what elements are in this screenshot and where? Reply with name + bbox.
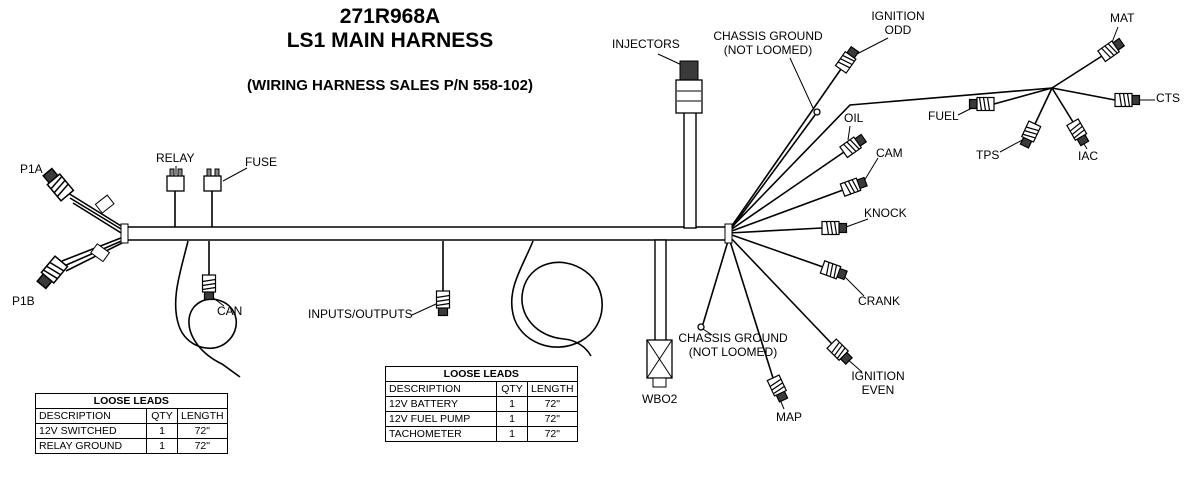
label-crank: CRANK <box>858 294 901 308</box>
label-fuse: FUSE <box>245 155 278 169</box>
cts-connector <box>1114 92 1141 108</box>
table-row: 12V SWITCHED 1 72" <box>35 423 228 440</box>
fuel-connector <box>968 96 995 112</box>
chassis-ground-terminal-top <box>813 108 821 116</box>
can-connector <box>201 274 217 301</box>
cell: 1 <box>496 411 528 428</box>
table-row: TACHOMETER 1 72" <box>385 426 578 443</box>
label-ignition-odd: IGNITION ODD <box>871 9 925 37</box>
injectors-connector <box>675 60 703 114</box>
cell: RELAY GROUND <box>35 438 147 455</box>
oil-connector <box>839 132 869 159</box>
cell: 1 <box>496 396 528 413</box>
cell: 72" <box>177 423 228 440</box>
label-wbo2: WBO2 <box>642 392 678 406</box>
trunk-right-junction <box>724 223 733 244</box>
cell: TACHOMETER <box>385 426 497 443</box>
table-row: RELAY GROUND 1 72" <box>35 438 228 455</box>
cell: 12V BATTERY <box>385 396 497 413</box>
p1a-inline-terminal <box>94 194 115 214</box>
wbo2-branch <box>654 239 667 342</box>
table-row: 12V BATTERY 1 72" <box>385 396 578 413</box>
label-tps: TPS <box>976 148 1000 162</box>
label-map: MAP <box>776 410 803 424</box>
relay-connector <box>166 168 185 192</box>
label-injectors: INJECTORS <box>612 37 680 51</box>
table-row: 12V FUEL PUMP 1 72" <box>385 411 578 428</box>
cell: 72" <box>177 438 228 455</box>
cell: 1 <box>146 423 178 440</box>
fuse-holder <box>203 168 222 192</box>
label-fuel: FUEL <box>928 109 959 123</box>
wbo2-connector <box>646 339 673 388</box>
table-header-row: DESCRIPTION QTY LENGTH <box>35 408 228 425</box>
loose-lead-spiral-center <box>510 240 603 357</box>
knock-connector <box>821 220 848 236</box>
label-knock: KNOCK <box>864 206 907 220</box>
label-inputs-outputs: INPUTS/OUTPUTS <box>308 307 413 321</box>
col-header-description: DESCRIPTION <box>35 408 147 425</box>
col-header-length: LENGTH <box>527 381 578 398</box>
col-header-description: DESCRIPTION <box>385 381 497 398</box>
p1a-connector <box>40 166 75 202</box>
label-mat: MAT <box>1110 11 1135 25</box>
label-chassis-ground-top: CHASSIS GROUND (NOT LOOMED) <box>713 29 823 57</box>
label-oil: OIL <box>844 111 864 125</box>
trunk-left-end <box>120 223 129 244</box>
injector-branch <box>683 111 697 229</box>
label-relay: RELAY <box>156 151 195 165</box>
cell: 72" <box>527 411 578 428</box>
cell: 12V SWITCHED <box>35 423 147 440</box>
main-harness-trunk <box>124 226 730 241</box>
label-chassis-ground-bottom: CHASSIS GROUND (NOT LOOMED) <box>678 331 788 359</box>
harness-name: LS1 MAIN HARNESS <box>286 29 494 53</box>
wire-runs <box>61 55 1116 379</box>
col-header-qty: QTY <box>496 381 528 398</box>
ignition-odd-connector <box>834 44 861 74</box>
cell: 72" <box>527 396 578 413</box>
label-ignition-even: IGNITION EVEN <box>851 369 905 397</box>
label-p1b: P1B <box>12 294 35 308</box>
title-block: 271R968A LS1 MAIN HARNESS (WIRING HARNES… <box>180 5 600 94</box>
cam-connector <box>839 174 869 197</box>
inputs-outputs-connector <box>435 290 451 317</box>
cell: 72" <box>527 426 578 443</box>
table-title: LOOSE LEADS <box>385 365 578 383</box>
label-can: CAN <box>217 304 243 318</box>
cell: 1 <box>496 426 528 443</box>
loose-lead-spiral-left <box>174 240 241 378</box>
cell: 12V FUEL PUMP <box>385 411 497 428</box>
col-header-qty: QTY <box>146 408 178 425</box>
crank-connector <box>819 260 849 283</box>
label-cts: CTS <box>1156 91 1180 105</box>
mat-connector <box>1097 36 1127 63</box>
p1b-inline-terminal <box>90 243 111 263</box>
chassis-ground-terminal-bottom <box>697 323 705 331</box>
tps-connector <box>1017 120 1042 150</box>
label-cam: CAM <box>876 146 903 160</box>
map-connector <box>766 374 791 404</box>
sales-part-number: (WIRING HARNESS SALES P/N 558-102) <box>247 77 533 95</box>
loose-leads-table-left: LOOSE LEADS DESCRIPTION QTY LENGTH 12V S… <box>35 392 228 455</box>
table-header-row: DESCRIPTION QTY LENGTH <box>385 381 578 398</box>
label-iac: IAC <box>1078 149 1099 163</box>
table-title: LOOSE LEADS <box>35 392 228 410</box>
loose-leads-table-center: LOOSE LEADS DESCRIPTION QTY LENGTH 12V B… <box>385 365 578 443</box>
label-p1a: P1A <box>20 162 43 176</box>
cell: 1 <box>146 438 178 455</box>
part-number: 271R968A <box>339 5 441 28</box>
col-header-length: LENGTH <box>177 408 228 425</box>
iac-connector <box>1066 118 1091 148</box>
